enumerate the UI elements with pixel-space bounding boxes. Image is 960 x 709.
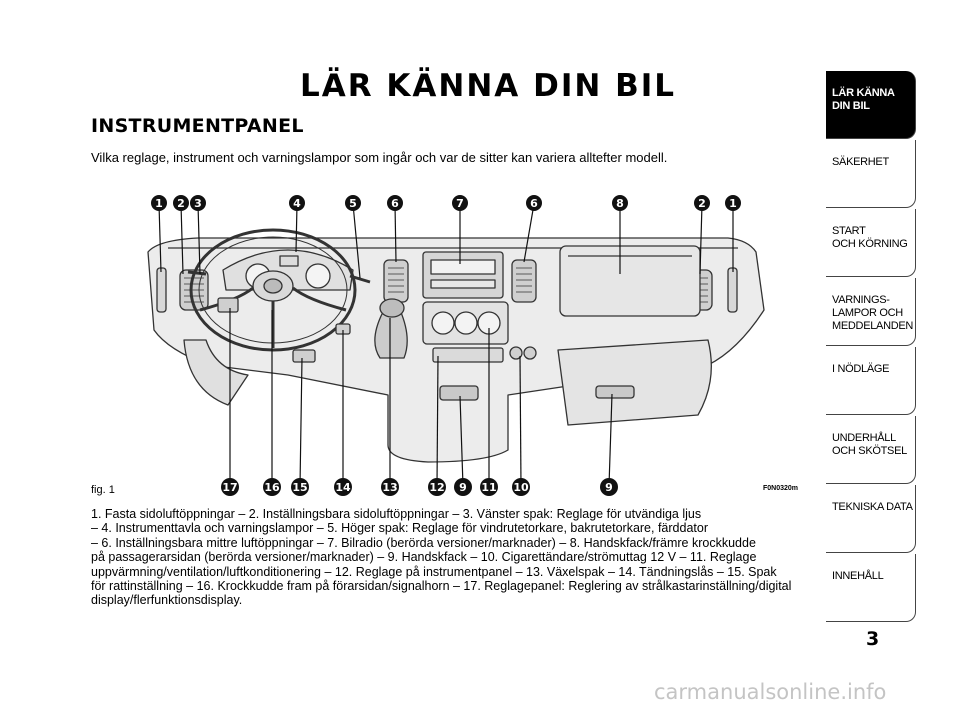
caption-line: uppvärmning/ventilation/luftkonditioneri… <box>91 564 777 579</box>
watermark: carmanualsonline.info <box>654 680 887 704</box>
tab-label: LÄR KÄNNA DIN BIL <box>832 87 895 112</box>
callout-top-5: 5 <box>345 195 361 211</box>
svg-text:13: 13 <box>382 481 397 494</box>
svg-text:17: 17 <box>222 481 237 494</box>
figure-caption: 1. Fasta sidoluftöppningar – 2. Inställn… <box>91 507 806 608</box>
callout-top-1: 1 <box>151 195 167 211</box>
callout-bottom-15: 15 <box>291 478 309 496</box>
chapter-tabs: LÄR KÄNNA DIN BIL SÄKERHET START OCH KÖR… <box>826 71 916 623</box>
tab-start-och-korning[interactable]: START OCH KÖRNING <box>826 209 916 277</box>
svg-text:6: 6 <box>391 197 399 210</box>
tab-label: I NÖDLÄGE <box>832 363 890 375</box>
page-number: 3 <box>866 628 880 650</box>
svg-text:14: 14 <box>335 481 351 494</box>
svg-text:3: 3 <box>194 197 202 210</box>
svg-text:15: 15 <box>292 481 307 494</box>
tab-label: START OCH KÖRNING <box>832 225 908 250</box>
svg-text:4: 4 <box>293 197 301 210</box>
callout-bottom-12: 12 <box>428 478 446 496</box>
caption-line: display/flerfunktionsdisplay. <box>91 593 243 608</box>
tab-sakerhet[interactable]: SÄKERHET <box>826 140 916 208</box>
callout-top-8: 8 <box>612 195 628 211</box>
tab-label: UNDERHÅLL OCH SKÖTSEL <box>832 432 907 457</box>
tab-lar-kanna-din-bil[interactable]: LÄR KÄNNA DIN BIL <box>826 71 916 139</box>
callout-bottom-9a: 9 <box>454 478 472 496</box>
svg-text:5: 5 <box>349 197 357 210</box>
section-title: INSTRUMENTPANEL <box>91 115 304 137</box>
tab-i-nodlage[interactable]: I NÖDLÄGE <box>826 347 916 415</box>
callout-bottom-14: 14 <box>334 478 352 496</box>
callout-bottom-9b: 9 <box>600 478 618 496</box>
svg-text:16: 16 <box>264 481 280 494</box>
tab-underhall[interactable]: UNDERHÅLL OCH SKÖTSEL <box>826 416 916 484</box>
callout-bottom-11: 11 <box>480 478 498 496</box>
svg-text:2: 2 <box>177 197 185 210</box>
caption-line: – 6. Inställningsbara mittre luftöppning… <box>91 535 756 550</box>
callout-bottom-10: 10 <box>512 478 530 496</box>
caption-line: 1. Fasta sidoluftöppningar – 2. Inställn… <box>91 507 702 521</box>
svg-text:6: 6 <box>530 197 538 210</box>
callout-top-7: 7 <box>452 195 468 211</box>
callout-top-4: 4 <box>289 195 305 211</box>
callout-bottom-13: 13 <box>381 478 399 496</box>
svg-text:10: 10 <box>513 481 529 494</box>
callout-top-1b: 1 <box>725 195 741 211</box>
tab-varningslampor[interactable]: VARNINGS- LAMPOR OCH MEDDELANDEN <box>826 278 916 346</box>
intro-text: Vilka reglage, instrument och varningsla… <box>91 150 668 165</box>
figure-label: fig. 1 <box>91 484 115 496</box>
tab-label: SÄKERHET <box>832 156 889 168</box>
svg-text:12: 12 <box>429 481 444 494</box>
svg-text:9: 9 <box>459 481 467 494</box>
callout-bottom-17: 17 <box>221 478 239 496</box>
dashboard-illustration: 1 2 3 4 5 6 7 6 8 2 1 17 16 15 14 13 12 … <box>147 195 765 496</box>
tab-label: INNEHÅLL <box>832 570 884 582</box>
callout-top-2: 2 <box>173 195 189 211</box>
page-title: LÄR KÄNNA DIN BIL <box>300 68 677 104</box>
svg-text:2: 2 <box>698 197 706 210</box>
caption-line: – 4. Instrumenttavla och varningslampor … <box>91 521 708 536</box>
callout-top-2b: 2 <box>694 195 710 211</box>
tab-label: TEKNISKA DATA <box>832 501 913 513</box>
tab-label: VARNINGS- LAMPOR OCH MEDDELANDEN <box>832 294 914 332</box>
svg-text:1: 1 <box>729 197 737 210</box>
figure-code: F0N0320m <box>763 485 799 492</box>
svg-text:7: 7 <box>456 197 464 210</box>
svg-text:8: 8 <box>616 197 624 210</box>
callout-top-6b: 6 <box>526 195 542 211</box>
callout-top-6a: 6 <box>387 195 403 211</box>
svg-text:1: 1 <box>155 197 163 210</box>
callout-bottom-16: 16 <box>263 478 281 496</box>
caption-line: på passagerarsidan (berörda versioner/ma… <box>91 550 757 565</box>
svg-text:11: 11 <box>481 481 496 494</box>
callout-top-3: 3 <box>190 195 206 211</box>
svg-text:9: 9 <box>605 481 613 494</box>
tab-tekniska-data[interactable]: TEKNISKA DATA <box>826 485 916 553</box>
caption-line: för rattinställning – 16. Krockkudde fra… <box>91 579 792 594</box>
tab-innehall[interactable]: INNEHÅLL <box>826 554 916 622</box>
